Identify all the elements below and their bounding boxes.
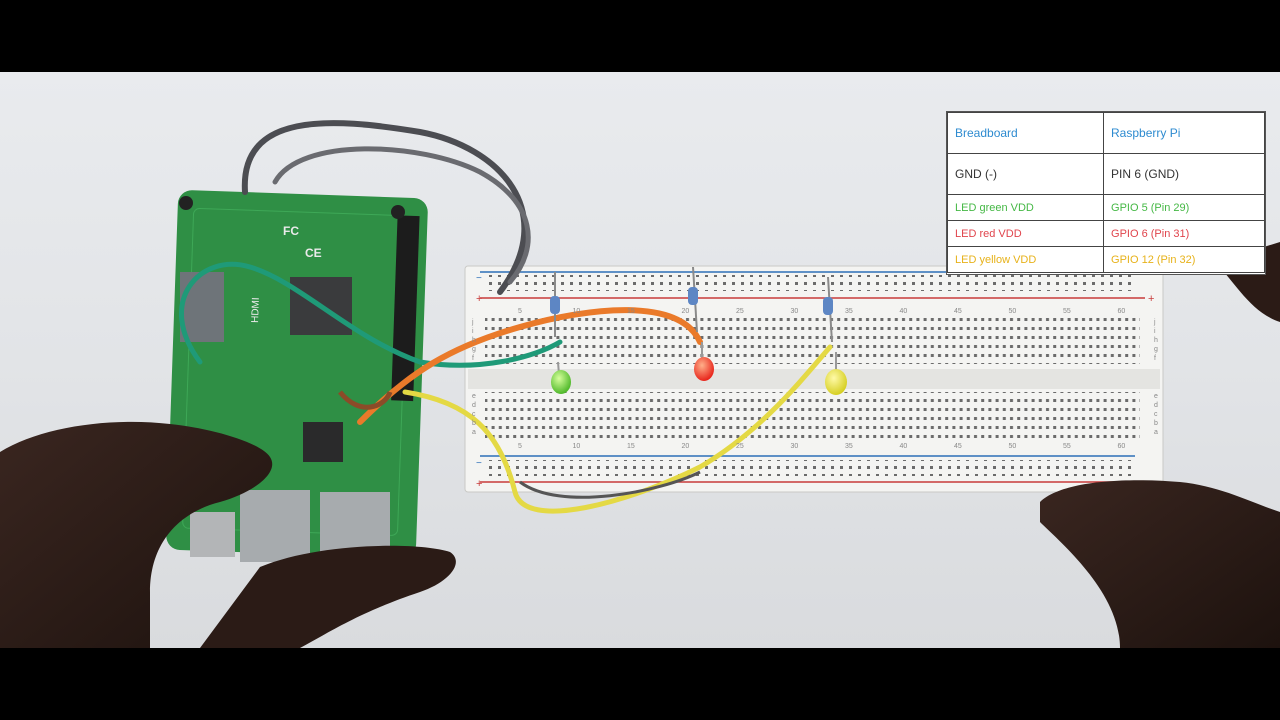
breadboard-column-number: 10	[573, 308, 581, 315]
orange-wire	[357, 307, 703, 425]
breadboard-column-number: 40	[900, 443, 908, 450]
ce-mark: CE	[305, 246, 322, 260]
pin-mapping-table: Breadboard Raspberry Pi GND (-) PIN 6 (G…	[946, 111, 1266, 275]
breadboard-column-number: 30	[791, 308, 799, 315]
dark-wire-bottom	[519, 470, 701, 499]
breadboard-column-number: 10	[573, 443, 581, 450]
breadboard-row-letter: d	[1154, 402, 1158, 409]
breadboard-row-letter: j	[1153, 319, 1156, 326]
breadboard-row-letter: a	[1154, 429, 1158, 436]
resistor-1	[550, 272, 560, 337]
cell-pi: GPIO 6 (Pin 31)	[1103, 220, 1265, 247]
breadboard-column-number: 5	[518, 308, 522, 315]
breadboard-column-number: 50	[1009, 308, 1017, 315]
svg-text:+: +	[1148, 293, 1154, 305]
header-breadboard: Breadboard	[946, 112, 1105, 154]
table-row: GND (-) PIN 6 (GND)	[946, 153, 1265, 195]
breadboard-row-letter: e	[1154, 393, 1158, 400]
breadboard-row-letter: h	[1154, 337, 1158, 344]
breadboard-column-number: 35	[845, 308, 853, 315]
breadboard-row-letter: f	[1154, 355, 1156, 362]
breadboard-row-letter: a	[472, 429, 476, 436]
breadboard-row-letter: g	[472, 346, 476, 353]
breadboard-column-number: 15	[627, 443, 635, 450]
video-frame: − + + − +	[0, 72, 1280, 648]
breadboard-column-number: 35	[845, 443, 853, 450]
breadboard-row-letter: b	[472, 420, 476, 427]
cell-pi: GPIO 12 (Pin 32)	[1103, 246, 1265, 273]
gray-wire-2	[272, 146, 531, 285]
breadboard-column-number: 45	[954, 443, 962, 450]
breadboard-column-number: 15	[627, 308, 635, 315]
breadboard-column-number: 55	[1063, 308, 1071, 315]
svg-text:+: +	[476, 293, 482, 305]
yellow-wire	[402, 344, 833, 514]
breadboard-row-letter: c	[1154, 411, 1158, 418]
teal-wire	[178, 261, 563, 368]
breadboard-column-number: 20	[682, 443, 690, 450]
breadboard-row-letter: h	[472, 337, 476, 344]
svg-text:−: −	[476, 458, 482, 469]
resistor-3	[823, 276, 833, 343]
breadboard-row-letter: e	[472, 393, 476, 400]
raspberry-pi-board: HDMI FC CE	[166, 190, 428, 564]
led-red	[694, 342, 714, 381]
header-raspberry-pi: Raspberry Pi	[1103, 112, 1265, 154]
breadboard-column-number: 50	[1009, 443, 1017, 450]
cell-pi: PIN 6 (GND)	[1103, 153, 1265, 195]
hdmi-label: HDMI	[250, 297, 262, 323]
breadboard-column-number: 45	[954, 308, 962, 315]
table-row: LED red VDD GPIO 6 (Pin 31)	[946, 220, 1265, 247]
photo-scene: − + + − +	[0, 120, 1280, 648]
cell-breadboard: LED yellow VDD	[946, 246, 1105, 273]
breadboard-column-number: 55	[1063, 443, 1071, 450]
breadboard-column-number: 60	[1118, 308, 1126, 315]
left-hand	[0, 421, 456, 648]
breadboard-row-letter: i	[1154, 328, 1156, 335]
table-row: LED green VDD GPIO 5 (Pin 29)	[946, 194, 1265, 221]
breadboard: − + + − +	[464, 265, 1164, 493]
led-green	[551, 361, 571, 394]
cell-pi: GPIO 5 (Pin 29)	[1103, 194, 1265, 221]
breadboard-row-letter: j	[471, 319, 474, 326]
cell-breadboard: GND (-)	[946, 153, 1105, 195]
breadboard-column-number: 5	[518, 443, 522, 450]
breadboard-row-letter: d	[472, 402, 476, 409]
table-header-row: Breadboard Raspberry Pi	[946, 112, 1265, 154]
cell-breadboard: LED red VDD	[946, 220, 1105, 247]
breadboard-column-number: 30	[791, 443, 799, 450]
led-yellow	[825, 352, 847, 395]
brown-wire	[338, 390, 393, 410]
svg-text:+: +	[476, 478, 482, 490]
cell-breadboard: LED green VDD	[946, 194, 1105, 221]
breadboard-column-number: 25	[736, 308, 744, 315]
breadboard-row-letter: g	[1154, 346, 1158, 353]
resistor-2	[688, 266, 698, 333]
fc-mark: FC	[283, 224, 299, 238]
breadboard-row-letter: i	[472, 328, 474, 335]
breadboard-column-number: 40	[900, 308, 908, 315]
breadboard-row-letter: f	[472, 355, 474, 362]
breadboard-column-number: 20	[682, 308, 690, 315]
breadboard-column-number: 60	[1118, 443, 1126, 450]
breadboard-row-letter: c	[472, 411, 476, 418]
svg-text:−: −	[476, 273, 482, 284]
table-row: LED yellow VDD GPIO 12 (Pin 32)	[946, 246, 1265, 273]
breadboard-column-number: 25	[736, 443, 744, 450]
breadboard-row-letter: b	[1154, 420, 1158, 427]
